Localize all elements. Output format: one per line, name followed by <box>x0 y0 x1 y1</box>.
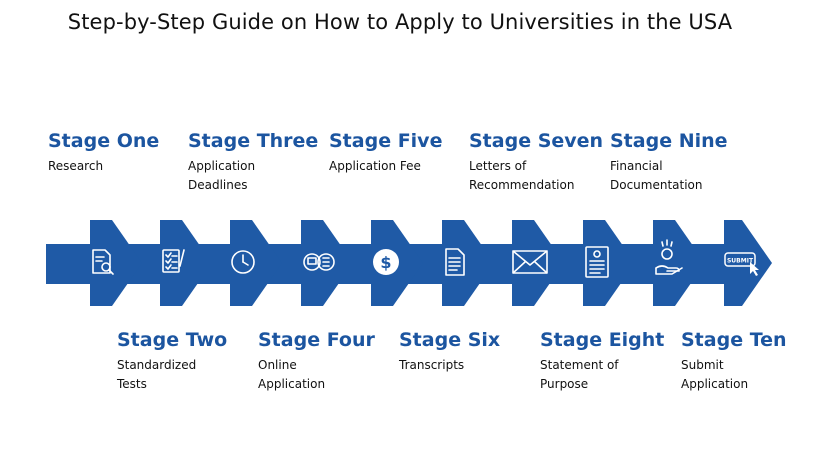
chevron-3 <box>230 220 282 306</box>
stage-title: Stage Four <box>258 329 375 351</box>
online-form-icon <box>303 253 335 271</box>
stage-title: Stage One <box>48 130 160 152</box>
certificate-icon <box>585 246 609 278</box>
document-search-icon <box>92 249 114 275</box>
chevron-9 <box>653 220 705 306</box>
stage-description: Letters of Recommendation <box>469 159 575 192</box>
stage-one: Stage One Research <box>48 129 198 176</box>
clock-icon <box>231 250 255 274</box>
chevron-7 <box>512 220 564 306</box>
svg-text:$: $ <box>380 253 391 272</box>
submit-icon-label: SUBMIT <box>727 258 754 265</box>
page-title: Step-by-Step Guide on How to Apply to Un… <box>67 10 733 34</box>
stage-description: Application Deadlines <box>188 159 256 192</box>
stage-ten: Stage Ten Submit Application <box>681 328 828 394</box>
stage-three: Stage Three Application Deadlines <box>188 129 338 195</box>
stage-description: Application Fee <box>329 159 421 173</box>
stage-description: Online Application <box>258 358 326 391</box>
checklist-icon <box>162 249 185 273</box>
stage-title: Stage Six <box>399 329 501 351</box>
submit-button-icon: SUBMIT <box>724 252 759 276</box>
chevron-2 <box>160 220 212 306</box>
stage-description: Financial Documentation <box>610 159 703 192</box>
chevron-1 <box>90 220 142 306</box>
stage-title: Stage Ten <box>681 329 787 351</box>
envelope-icon <box>512 250 548 274</box>
money-hand-icon <box>655 239 683 275</box>
chevron-6 <box>442 220 494 306</box>
chevron-8 <box>583 220 635 306</box>
stage-description: Statement of Purpose <box>540 358 619 391</box>
stage-title: Stage Three <box>188 130 319 152</box>
stage-description: Standardized Tests <box>117 358 197 391</box>
stage-title: Stage Two <box>117 329 228 351</box>
stage-description: Transcripts <box>399 358 465 372</box>
chevron-4 <box>301 220 353 306</box>
stage-four: Stage Four Online Application <box>258 328 408 394</box>
stage-title: Stage Five <box>329 130 443 152</box>
dollar-coin-icon: $ <box>373 249 399 275</box>
stage-description: Research <box>48 159 104 173</box>
stage-seven: Stage Seven Letters of Recommendation <box>469 129 619 195</box>
stage-five: Stage Five Application Fee <box>329 129 479 176</box>
stage-eight: Stage Eight Statement of Purpose <box>540 328 690 394</box>
stage-description: Submit Application <box>681 358 749 391</box>
stage-title: Stage Nine <box>610 130 728 152</box>
transcript-document-icon <box>445 248 465 276</box>
stage-two: Stage Two Standardized Tests <box>117 328 267 394</box>
stage-six: Stage Six Transcripts <box>399 328 549 375</box>
stage-title: Stage Seven <box>469 130 604 152</box>
stage-nine: Stage Nine Financial Documentation <box>610 129 760 195</box>
stage-title: Stage Eight <box>540 329 665 351</box>
